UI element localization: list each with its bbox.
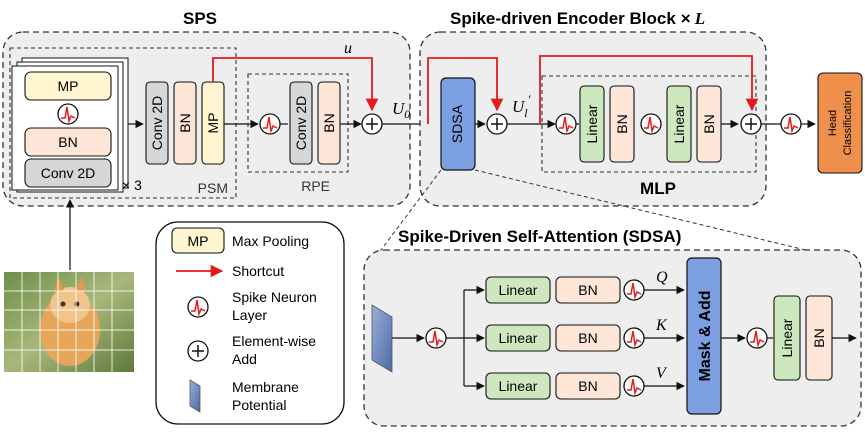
mlp-linear-2-label: Linear <box>671 104 687 143</box>
cat-photo-icon <box>4 272 134 372</box>
mlp-linear-1-label: Linear <box>584 104 600 143</box>
sps-mp-label: MP <box>205 113 221 134</box>
legend-add-desc-2: Add <box>232 351 257 367</box>
rpe-label: RPE <box>301 178 330 194</box>
legend-neuron-desc-2: Layer <box>232 307 267 323</box>
sdsa-v-linear-block <box>485 372 551 400</box>
legend-membrane-icon <box>189 379 201 413</box>
psm-bn-block <box>24 127 112 157</box>
encoder-title: Spike-driven Encoder Block×L <box>450 9 705 28</box>
sps-conv-label: Conv 2D <box>149 96 165 150</box>
psm-repeat-label: × 3 <box>122 177 142 193</box>
sdsa-q-bn-block <box>555 276 621 304</box>
legend-membrane-desc-2: Potential <box>232 397 286 413</box>
psm-box <box>9 47 237 199</box>
zoom-line-left <box>371 169 442 263</box>
head-label-2: Classification <box>842 91 854 156</box>
psm-mp-label: MP <box>58 78 79 94</box>
psm-label: PSM <box>198 180 228 196</box>
rpe-conv-label: Conv 2D <box>293 96 309 150</box>
legend-mp-label: MP <box>188 233 209 249</box>
psm-conv-block <box>24 158 112 188</box>
encoder-add-2-icon <box>740 113 762 135</box>
head-label-1: Head <box>827 110 839 136</box>
mlp-bn-2-label: BN <box>701 114 717 133</box>
sdsa-k-linear-block <box>485 324 551 352</box>
mlp-linear-1-block <box>579 85 605 163</box>
u0-label: U0 <box>392 99 410 121</box>
legend-shortcut-desc: Shortcut <box>232 263 284 279</box>
sdsa-out-linear-block <box>773 295 801 381</box>
sps-bn-label: BN <box>177 113 193 132</box>
encoder-add-1-icon <box>486 113 508 135</box>
sdsa-q-linear-block <box>485 276 551 304</box>
psm-bn-label: BN <box>58 134 77 150</box>
sdsa-out-bn-label: BN <box>811 328 827 347</box>
sps-conv-block <box>145 81 169 165</box>
legend-add-icon <box>187 340 209 362</box>
ul-label: Ul′ <box>512 92 531 120</box>
sdsa-q-label: Q <box>656 269 668 286</box>
legend-mp-swatch <box>171 227 225 254</box>
sdsa-k-label: K <box>655 317 668 334</box>
sdsa-mask-add-block <box>686 257 722 415</box>
sdsa-k-spike-icon <box>623 327 645 349</box>
sdsa-q-bn-label: BN <box>578 282 597 298</box>
sdsa-v-label: V <box>656 365 668 382</box>
legend-add-desc: Element-wise <box>232 333 316 349</box>
sdsa-v-bn-block <box>555 372 621 400</box>
encoder-shortcut-2 <box>539 55 759 124</box>
sdsa-k-linear-label: Linear <box>499 330 538 346</box>
legend-spike-icon <box>187 296 209 318</box>
sdsa-v-bn-label: BN <box>578 378 597 394</box>
legend-mp-desc: Max Pooling <box>232 233 309 249</box>
sps-u-label: u <box>344 40 352 57</box>
mlp-bn-1-block <box>609 85 635 163</box>
head-classification-block <box>817 72 863 174</box>
rpe-conv-block <box>289 81 313 165</box>
rpe-spike-neuron-icon <box>259 113 281 135</box>
sdsa-detail-title: Spike-Driven Self-Attention (SDSA) <box>398 227 681 246</box>
sps-add-icon <box>361 113 383 135</box>
psm-conv-label: Conv 2D <box>41 165 95 181</box>
sps-title: SPS <box>183 9 217 28</box>
mlp-linear-2-block <box>666 85 692 163</box>
legend-box <box>155 221 345 425</box>
rpe-bn-label: BN <box>321 113 337 132</box>
sdsa-k-bn-label: BN <box>578 330 597 346</box>
psm-spike-neuron-icon <box>57 103 79 125</box>
zoom-line-right <box>474 169 856 263</box>
sps-bn-block <box>173 81 197 165</box>
sdsa-v-spike-icon <box>623 375 645 397</box>
head-spike-icon <box>780 113 802 135</box>
rpe-bn-block <box>317 81 341 165</box>
rpe-box <box>247 73 349 173</box>
sdsa-k-bn-block <box>555 324 621 352</box>
sdsa-v-linear-label: Linear <box>499 378 538 394</box>
sdsa-input-spike-icon <box>425 327 447 349</box>
sdsa-mask-add-label: Mask & Add <box>697 291 714 382</box>
mlp-spike-2-icon <box>640 113 662 135</box>
sps-shortcut-arrow <box>212 57 379 112</box>
sdsa-out-spike-icon <box>746 327 768 349</box>
legend-neuron-desc-1: Spike Neuron <box>232 289 317 305</box>
mlp-bn-1-label: BN <box>614 114 630 133</box>
mlp-label: MLP <box>640 179 676 198</box>
mlp-spike-1-icon <box>555 113 577 135</box>
sdsa-q-spike-icon <box>623 279 645 301</box>
legend-membrane-desc-1: Membrane <box>232 379 299 395</box>
encoder-shortcut-1 <box>427 57 504 124</box>
sdsa-q-linear-label: Linear <box>499 282 538 298</box>
psm-mp-block <box>24 71 112 101</box>
sdsa-membrane-input-icon <box>371 304 393 373</box>
sdsa-out-linear-label: Linear <box>779 318 795 357</box>
encoder-sdsa-label: SDSA <box>449 104 465 143</box>
